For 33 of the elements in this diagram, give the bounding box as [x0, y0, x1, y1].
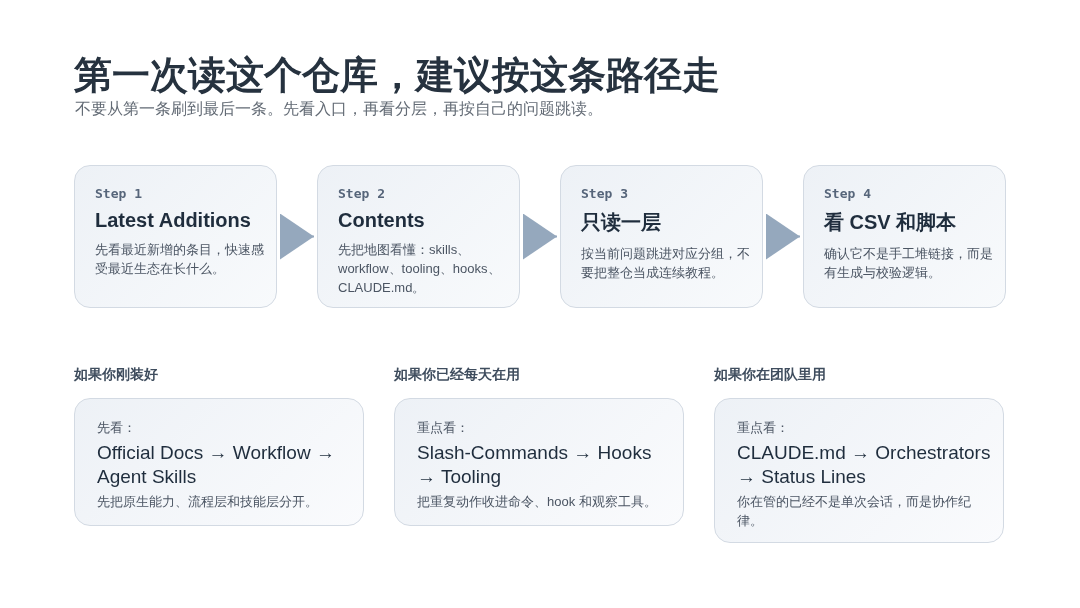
step-card — [560, 165, 763, 308]
card-description: 先把地图看懂：skills、workflow、tooling、hooks、CLAUDE.md。 — [338, 241, 502, 297]
card-title: 看 CSV 和脚本 — [824, 210, 958, 235]
card-title: Official Docs → Workflow → Agent Skills — [97, 441, 336, 489]
card-label: 先看： — [97, 419, 137, 437]
arrow — [765, 213, 801, 260]
step-card — [317, 165, 520, 308]
card-label: 重点看： — [737, 419, 790, 437]
section-heading: 如果你刚装好 — [74, 366, 159, 384]
step-label: Step 4 — [824, 186, 872, 201]
card-title: CLAUDE.md → Orchestrators → Status Lines — [737, 441, 992, 489]
page-title: 第一次读这个仓库，建议按这条路径走 — [74, 53, 720, 98]
card-description: 先把原生能力、流程层和技能层分开。 — [97, 493, 319, 511]
step-label: Step 2 — [338, 186, 386, 201]
subtitle: 不要从第一条刷到最后一条。先看入口，再看分层，再按自己的问题跳读。 — [75, 99, 603, 119]
section-heading: 如果你已经每天在用 — [394, 366, 521, 384]
step-card — [803, 165, 1006, 308]
card-description: 确认它不是手工堆链接，而是有生成与校验逻辑。 — [824, 245, 993, 282]
card-description: 把重复动作收进命令、hook 和观察工具。 — [417, 493, 658, 511]
card-description: 先看最近新增的条目，快速感受最近生态在长什么。 — [95, 241, 264, 278]
card-title: Latest Additions — [95, 209, 252, 232]
step-card — [74, 165, 277, 308]
card-title: 只读一层 — [581, 210, 662, 235]
card-label: 重点看： — [417, 419, 470, 437]
step-label: Step 3 — [581, 186, 629, 201]
card-title: Contents — [338, 209, 426, 232]
card-description: 按当前问题跳进对应分组，不要把整仓当成连续教程。 — [581, 245, 750, 282]
section-heading: 如果你在团队里用 — [714, 366, 827, 384]
step-label: Step 1 — [95, 186, 143, 201]
arrow — [522, 213, 558, 260]
card-title: Slash-Commands → Hooks → Tooling — [417, 441, 653, 489]
arrow — [279, 213, 315, 260]
card-description: 你在管的已经不是单次会话，而是协作纪律。 — [737, 493, 972, 530]
